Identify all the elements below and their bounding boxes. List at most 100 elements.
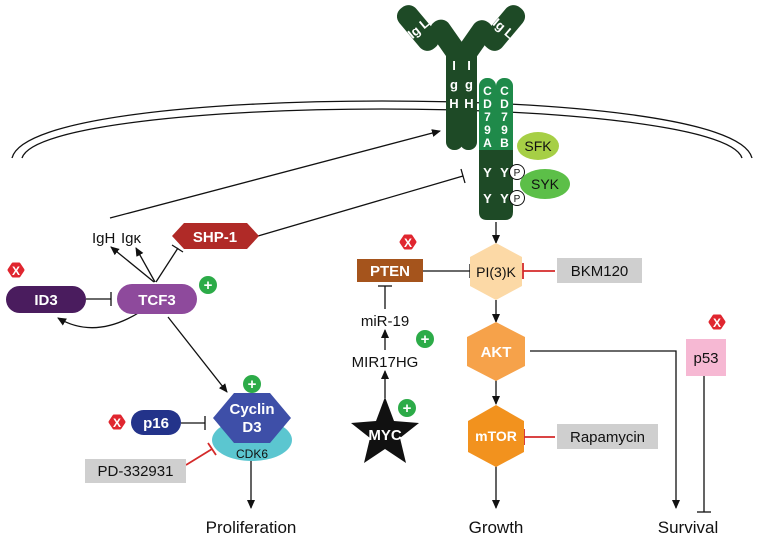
itam-y-a2: Y bbox=[483, 191, 492, 206]
syk-label: SYK bbox=[531, 176, 560, 192]
gain-badge-tcf3: + bbox=[199, 276, 217, 294]
loss-x-p16: X bbox=[113, 416, 121, 430]
myc-node: MYC bbox=[351, 397, 419, 463]
cd79a-letter-3: 7 bbox=[484, 110, 491, 124]
inhibit-tcf3-shp1-bar bbox=[171, 244, 184, 253]
cdk6-label: CDK6 bbox=[236, 447, 268, 461]
inhibit-pd-bar bbox=[207, 442, 217, 456]
gain-plus-mir17hg: + bbox=[421, 331, 430, 348]
cyclin-label-line2: D3 bbox=[242, 419, 261, 436]
akt-label: AKT bbox=[481, 344, 512, 361]
pi3k-node: PI(3)K bbox=[470, 243, 522, 300]
cell-membrane bbox=[11, 100, 753, 159]
bkm120-drug: BKM120 bbox=[557, 258, 642, 283]
p16-node: p16 bbox=[131, 410, 181, 435]
cd79a-letter-4: 9 bbox=[484, 123, 491, 137]
igh-left-letter-1: I bbox=[452, 58, 456, 73]
igk-text: Igκ bbox=[121, 230, 142, 247]
pd332991-label: PD-332931 bbox=[98, 463, 174, 480]
igh-left-letter-2: g bbox=[450, 77, 458, 92]
igh-right-letter-2: g bbox=[465, 77, 473, 92]
itam-y-a1: Y bbox=[483, 165, 492, 180]
cyclin-d3-cdk6-complex: Cyclin D3 CDK6 bbox=[212, 393, 292, 461]
akt-node: AKT bbox=[467, 322, 525, 381]
cd79a-letter-5: A bbox=[483, 136, 492, 150]
tcf3-node: TCF3 bbox=[117, 284, 197, 314]
shp1-label: SHP-1 bbox=[193, 229, 237, 246]
cd79a-cytoplasmic bbox=[479, 150, 496, 208]
cyclin-d3-shape bbox=[213, 393, 291, 443]
myc-label: MYC bbox=[368, 427, 402, 444]
gain-badge-mir17hg: + bbox=[416, 330, 434, 348]
mtor-label: mTOR bbox=[475, 428, 517, 444]
heavy-chain-stalk-left bbox=[446, 46, 463, 150]
igh-text: IgH bbox=[92, 230, 115, 247]
loss-x-pten: X bbox=[404, 236, 412, 250]
pten-node: PTEN bbox=[357, 259, 423, 282]
p53-label: p53 bbox=[693, 350, 718, 367]
heavy-chain-stalk-right bbox=[460, 46, 477, 150]
sfk-label: SFK bbox=[524, 138, 552, 154]
phospho-label-2: P bbox=[514, 194, 521, 205]
gain-plus-myc: + bbox=[403, 400, 412, 417]
itam-y-b2: Y bbox=[500, 191, 509, 206]
phospho-circle-2 bbox=[509, 190, 525, 206]
mir19-text: miR-19 bbox=[361, 313, 409, 330]
gain-badge-cyclin: + bbox=[243, 375, 261, 393]
cd79a-letter-1: C bbox=[483, 84, 492, 98]
arrow-tcf3-to-id3 bbox=[57, 311, 141, 329]
loss-x-id3: X bbox=[12, 264, 20, 278]
survival-label: Survival bbox=[658, 518, 718, 537]
cd79b-cytoplasmic bbox=[496, 150, 513, 208]
rapamycin-label: Rapamycin bbox=[570, 429, 645, 446]
gain-plus-tcf3: + bbox=[204, 277, 213, 294]
igh-right-letter-1: I bbox=[467, 58, 471, 73]
phospho-label-1: P bbox=[514, 168, 521, 179]
arrow-tcf3-to-bcr bbox=[109, 129, 441, 219]
id3-label: ID3 bbox=[34, 292, 57, 309]
loss-badge-id3: X bbox=[7, 262, 25, 278]
cd79-tail bbox=[479, 208, 513, 220]
rapamycin-drug: Rapamycin bbox=[557, 424, 658, 449]
arrow-akt-to-survival bbox=[530, 350, 680, 509]
pd332991-drug: PD-332931 bbox=[85, 459, 186, 483]
inhibit-pd-to-cdk6 bbox=[185, 448, 213, 466]
p16-label: p16 bbox=[143, 415, 169, 432]
pten-label: PTEN bbox=[370, 263, 410, 280]
loss-x-p53: X bbox=[713, 316, 721, 330]
cyclin-label-line1: Cyclin bbox=[229, 401, 274, 418]
cd79b-letter-1: C bbox=[500, 84, 509, 98]
p53-node: p53 bbox=[686, 339, 726, 376]
igh-left-letter-3: H bbox=[449, 96, 458, 111]
itam-y-b1: Y bbox=[500, 165, 509, 180]
mtor-node: mTOR bbox=[468, 405, 524, 467]
proliferation-label: Proliferation bbox=[206, 518, 297, 537]
shp1-node: SHP-1 bbox=[172, 223, 259, 249]
phospho-circle-1 bbox=[509, 164, 525, 180]
arrow-tcf3-to-igk bbox=[135, 247, 156, 283]
gain-badge-myc: + bbox=[398, 399, 416, 417]
loss-badge-p53: X bbox=[708, 314, 726, 330]
inhibit-shp1-bar bbox=[460, 168, 466, 184]
connectors bbox=[57, 129, 711, 513]
cd79b-letter-2: D bbox=[500, 97, 509, 111]
cd79b-letter-3: 7 bbox=[501, 110, 508, 124]
syk-oval bbox=[520, 169, 570, 199]
cd79b-letter-4: 9 bbox=[501, 123, 508, 137]
gain-plus-cyclin: + bbox=[248, 376, 257, 393]
mir17hg-text: MIR17HG bbox=[352, 354, 419, 371]
sfk-oval bbox=[517, 132, 559, 160]
loss-badge-p16: X bbox=[108, 414, 126, 430]
arrow-tcf3-to-igh bbox=[110, 246, 155, 283]
bkm120-label: BKM120 bbox=[571, 263, 629, 280]
id3-node: ID3 bbox=[6, 286, 86, 313]
cd79b-letter-5: B bbox=[500, 136, 509, 150]
arrow-tcf3-to-cyclin bbox=[167, 316, 228, 393]
cd79a-letter-2: D bbox=[483, 97, 492, 111]
tcf3-label: TCF3 bbox=[138, 292, 176, 309]
inhibit-tcf3-to-shp1 bbox=[155, 247, 179, 283]
b-cell-receptor: Ig L Ig L I g H I g H C D 7 9 bbox=[396, 5, 570, 220]
loss-badge-pten: X bbox=[399, 234, 417, 250]
pi3k-label: PI(3)K bbox=[476, 264, 516, 280]
inhibit-shp1-to-bcr bbox=[257, 175, 464, 237]
